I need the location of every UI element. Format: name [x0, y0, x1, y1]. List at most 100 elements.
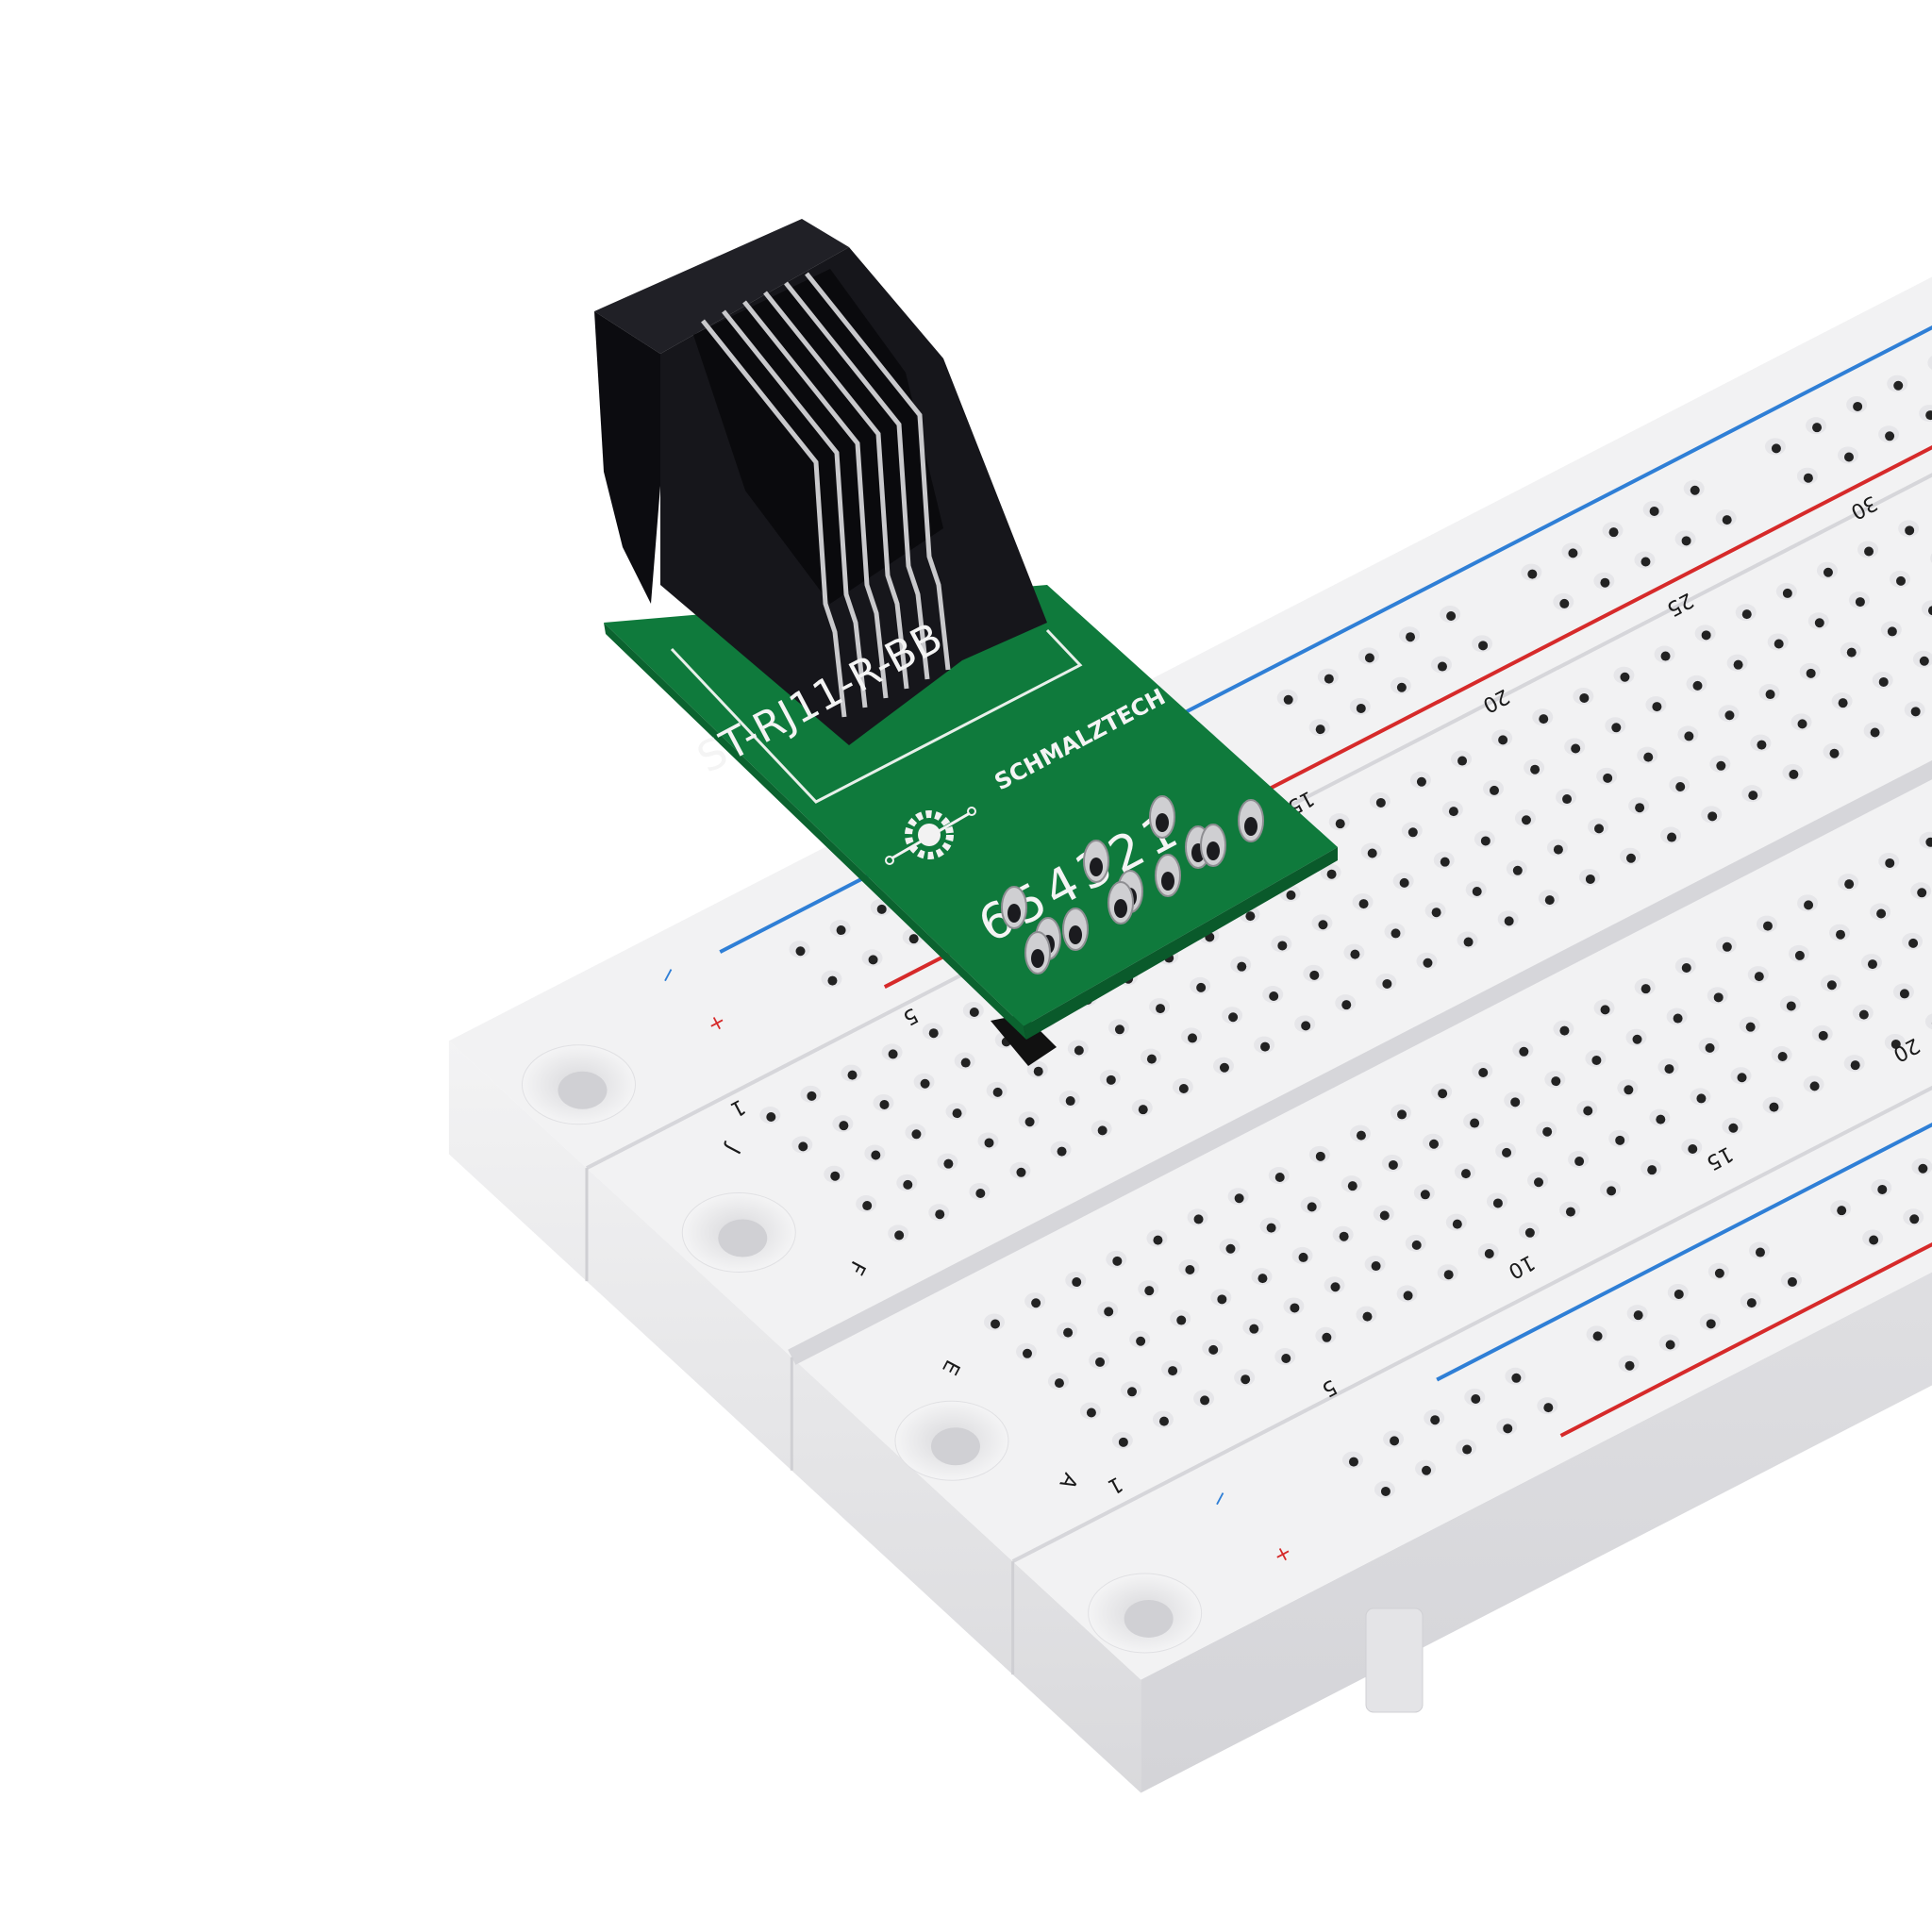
breadboard-hole: [807, 1091, 817, 1101]
breadboard-hole: [1722, 515, 1732, 525]
breadboard-hole: [1844, 879, 1855, 890]
breadboard-hole: [1607, 1186, 1617, 1196]
breadboard-hole: [1858, 1009, 1869, 1020]
breadboard-hole: [1674, 1289, 1684, 1299]
breadboard-hole: [1579, 692, 1590, 703]
breadboard-hole: [1260, 1041, 1271, 1052]
breadboard-hole: [1539, 714, 1549, 724]
breadboard-hole: [1358, 899, 1369, 909]
breadboard-hole: [1187, 1033, 1197, 1043]
breadboard-hole: [1104, 1307, 1114, 1317]
jack-contact: [742, 300, 889, 699]
breadboard-hole: [1277, 941, 1288, 951]
breadboard-hole: [984, 1138, 994, 1148]
breadboard-hole: [1850, 1060, 1860, 1071]
breadboard-hole: [1443, 1270, 1454, 1280]
breadboard-hole: [1086, 1407, 1096, 1418]
breadboard-hole: [1422, 1465, 1432, 1475]
breadboard-hole: [1521, 815, 1531, 825]
breadboard-hole: [1367, 848, 1377, 858]
header-pin-solder: [1069, 925, 1082, 944]
breadboard-hole: [1745, 1022, 1756, 1032]
breadboard-hole: [1286, 890, 1296, 900]
breadboard-hole: [1797, 719, 1807, 729]
breadboard-hole: [1484, 1248, 1494, 1258]
breadboard-hole: [1460, 1169, 1471, 1179]
breadboard-hole: [1786, 1001, 1796, 1011]
breadboard-hole: [1168, 1366, 1178, 1376]
header-pin-solder: [1031, 949, 1044, 968]
breadboard-hole: [1794, 950, 1805, 960]
breadboard-hole: [1176, 1315, 1187, 1325]
breadboard-hole: [992, 1087, 1003, 1097]
breadboard-hole: [1391, 928, 1401, 939]
breadboard-hole: [1136, 1336, 1146, 1346]
breadboard-hole: [1112, 1256, 1123, 1266]
hole-rim: [1927, 356, 1932, 370]
breadboard-hole: [1905, 525, 1915, 536]
breadboard-hole: [1876, 908, 1887, 919]
breadboard-hole: [1641, 984, 1651, 994]
breadboard-hole: [1804, 900, 1814, 910]
mounting-hole-bore: [718, 1219, 768, 1257]
pcb-header-base: [991, 1014, 1057, 1066]
breadboard-hole: [1925, 837, 1932, 847]
breadboard-hole: [1925, 410, 1932, 421]
breadboard-hole: [1318, 920, 1328, 930]
breadboard-hole: [1512, 865, 1523, 875]
breadboard-hole: [1635, 803, 1645, 813]
breadboard-hole: [1692, 680, 1703, 691]
breadboard-hole: [1185, 1264, 1195, 1274]
breadboard-hole: [1208, 1344, 1219, 1355]
rj11-jack: [594, 219, 1047, 745]
breadboard-hole: [1878, 676, 1889, 687]
breadboard-hole: [1706, 1319, 1716, 1329]
gear-circuit-logo-icon: [885, 807, 976, 865]
breadboard-hole: [1771, 443, 1781, 454]
breadboard-hole: [1762, 921, 1773, 931]
breadboard-hole: [1591, 1055, 1602, 1065]
breadboard-hole: [1431, 908, 1441, 918]
breadboard-side-face: [1141, 1272, 1932, 1793]
pcb-edge: [1024, 847, 1338, 1040]
breadboard-hole: [1330, 1282, 1341, 1292]
breadboard-hole: [1559, 1025, 1570, 1036]
breadboard-hole: [1504, 916, 1514, 926]
breadboard-hole: [1624, 1360, 1635, 1371]
breadboard-hole: [1153, 1235, 1163, 1245]
breadboard-hole: [1908, 938, 1919, 948]
breadboard-hole: [836, 925, 846, 936]
breadboard-hole: [1843, 452, 1854, 462]
breadboard-hole: [943, 1158, 954, 1169]
breadboard-hole: [1665, 1340, 1675, 1350]
breadboard-hole: [1380, 1486, 1391, 1496]
breadboard-hole: [1918, 1163, 1928, 1174]
breadboard-hole: [1641, 557, 1651, 567]
breadboard-hole: [920, 1078, 930, 1089]
breadboard-hole: [1885, 858, 1895, 868]
breadboard-hole: [1524, 1227, 1535, 1238]
breadboard-hole: [894, 1230, 905, 1241]
breadboard-hole: [1829, 748, 1840, 758]
breadboard-hole: [1428, 1139, 1439, 1149]
breadboard-hole: [1823, 567, 1833, 577]
breadboard-hole: [1542, 1126, 1553, 1137]
breadboard-hole: [1057, 1146, 1067, 1157]
breadboard-hole: [1074, 1045, 1084, 1056]
breadboard-hole: [1489, 785, 1499, 795]
breadboard-hole: [1503, 1424, 1513, 1434]
breadboard-hole: [1178, 1083, 1189, 1093]
breadboard-hole: [935, 1209, 945, 1220]
breadboard-hole: [1054, 1378, 1064, 1389]
breadboard-hole: [1782, 588, 1792, 598]
breadboard-hole: [1688, 1143, 1698, 1154]
breadboard-hole: [1016, 1167, 1026, 1177]
breadboard-hole: [960, 1058, 971, 1068]
breadboard-hole: [1696, 1093, 1707, 1104]
breadboard-hole: [847, 1070, 858, 1080]
breadboard-hole: [1530, 764, 1541, 774]
breadboard-hole: [1382, 978, 1392, 989]
breadboard-hole: [1565, 1207, 1575, 1217]
breadboard-hole: [1864, 546, 1874, 557]
breadboard-hole: [1298, 1252, 1308, 1262]
